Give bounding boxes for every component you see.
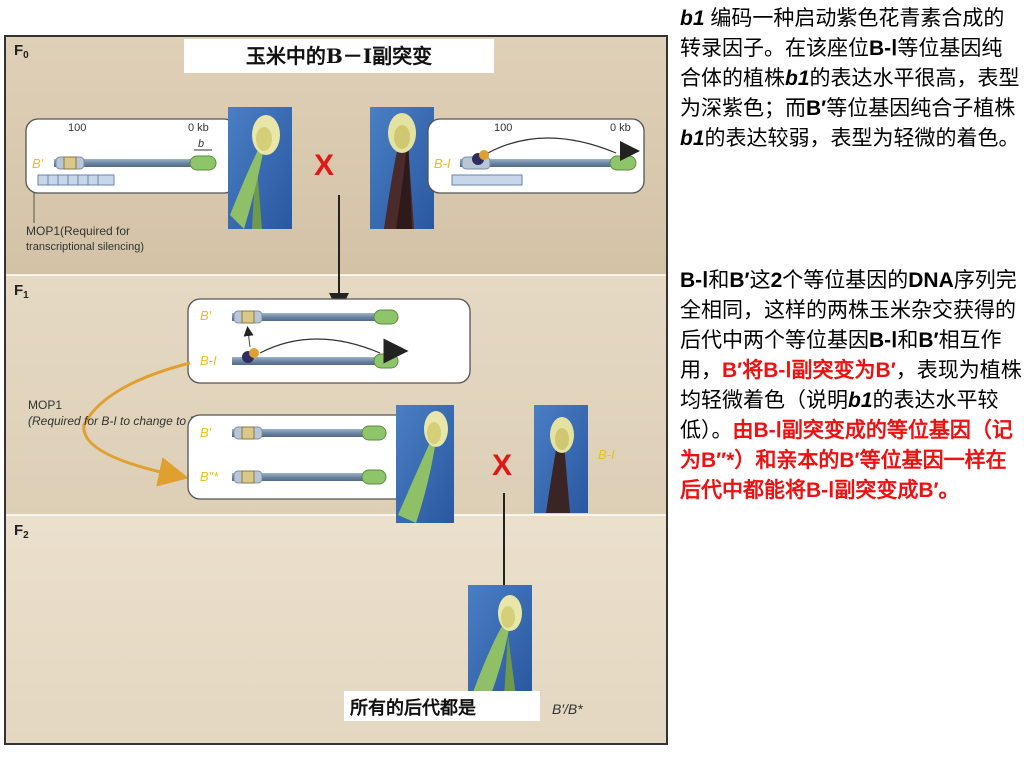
- plant-photo-f1: [396, 405, 454, 523]
- svg-text:B′: B′: [200, 308, 212, 323]
- svg-text:MOP1(Required for: MOP1(Required for: [26, 224, 130, 238]
- svg-text:B-I: B-I: [200, 353, 217, 368]
- svg-text:B′: B′: [32, 156, 44, 171]
- plant-photo-f2: [468, 585, 532, 697]
- mop1-complex-f0: [37, 174, 115, 186]
- f0-label: F0: [14, 42, 29, 61]
- svg-text:B-I: B-I: [598, 447, 615, 462]
- bottom-text: 所有的后代都是: [350, 697, 476, 719]
- bottom-genotype: B′/B*: [552, 701, 583, 717]
- paramutation-figure: F0 F1 F2 玉米中的B－I副突变 100 0 kb b B′ MOP1(R…: [4, 35, 668, 745]
- svg-text:100: 100: [68, 122, 86, 134]
- svg-text:100: 100: [494, 122, 512, 134]
- explanation-paragraph-2: B-Ⅰ和B′这2个等位基因的DNA序列完全相同，这样的两株玉米杂交获得的后代中两…: [680, 269, 1022, 502]
- svg-text:MOP1: MOP1: [28, 398, 62, 412]
- f1-label: F1: [14, 282, 29, 301]
- svg-text:B″*: B″*: [200, 469, 219, 484]
- plant-photo-b-i: [370, 107, 434, 229]
- svg-text:transcriptional silencing): transcriptional silencing): [26, 241, 144, 253]
- svg-text:b: b: [198, 138, 204, 150]
- plant-photo-b-i-f1: [534, 405, 588, 513]
- svg-text:0 kb: 0 kb: [188, 122, 209, 134]
- svg-text:B′: B′: [200, 425, 212, 440]
- explanation-paragraph-1: b1 编码一种启动紫色花青素合成的转录因子。在该座位B-Ⅰ等位基因纯合体的植株b…: [680, 7, 1020, 150]
- cross-mark-f1: X: [492, 449, 512, 482]
- figure-title: 玉米中的B－I副突变: [246, 44, 432, 68]
- svg-text:B-I: B-I: [434, 156, 451, 171]
- svg-text:(Required for B-I to change to: (Required for B-I to change to B″): [28, 414, 206, 428]
- svg-text:0 kb: 0 kb: [610, 122, 631, 134]
- f2-label: F2: [14, 522, 29, 541]
- plant-photo-b-prime: [228, 107, 292, 229]
- f2-panel: [6, 515, 666, 743]
- cross-mark-f0: X: [314, 149, 334, 182]
